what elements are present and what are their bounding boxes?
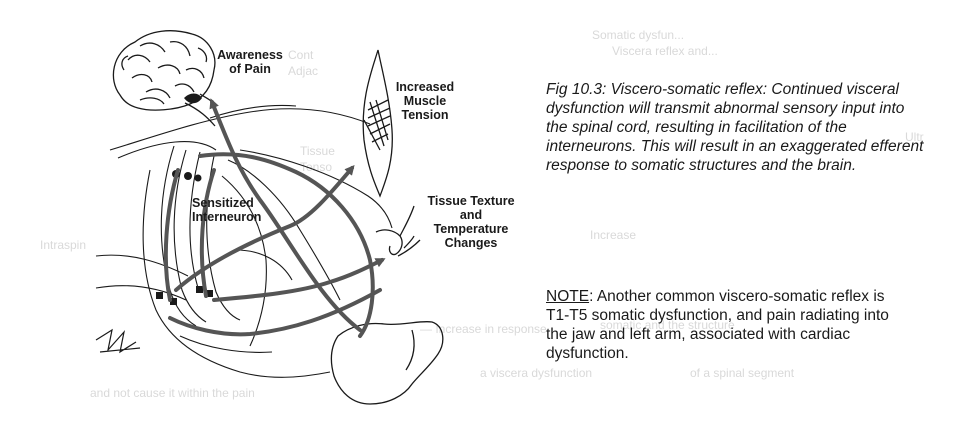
pain-center-mark [184, 93, 202, 104]
label-line: of Pain [229, 62, 271, 76]
label-line: Sensitized [192, 196, 254, 210]
note-block: NOTE: Another common viscero-somatic ref… [546, 287, 906, 363]
muscle-illustration [362, 49, 393, 198]
label-line: Muscle [403, 94, 447, 108]
label-line: Tension [401, 108, 449, 122]
label-tissue-texture-temperature: Tissue Texture and Temperature Changes [418, 194, 524, 250]
label-sensitized-interneuron: Sensitized Interneuron [192, 196, 284, 224]
afferent-pathway [209, 98, 362, 332]
label-line: Interneuron [192, 210, 262, 224]
skin-tissue-illustration [375, 205, 421, 257]
visceral-organ-illustration [330, 320, 444, 405]
spinal-cord-outline [95, 104, 393, 378]
label-line: Temperature [433, 222, 509, 236]
figure-caption: Fig 10.3: Viscero-somatic reflex: Contin… [546, 81, 924, 174]
scribble-mark [95, 328, 141, 354]
descending-loop [199, 168, 216, 298]
reflex-pathway-arrows [163, 98, 386, 338]
label-increased-muscle-tension: Increased Muscle Tension [390, 80, 460, 122]
note-heading: NOTE [546, 288, 590, 305]
label-line: Changes [444, 236, 498, 250]
label-line: Tissue Texture [427, 194, 515, 208]
efferent-pathway-tissue [212, 258, 386, 302]
label-line: and [459, 208, 483, 222]
organ-pathway [168, 288, 382, 337]
interneuron-loop [198, 152, 375, 338]
label-line: Increased [395, 80, 455, 94]
ascending-loop [163, 168, 180, 302]
label-line: Awareness [217, 48, 283, 62]
brain-illustration [112, 30, 216, 127]
label-awareness-of-pain: Awareness of Pain [210, 48, 290, 76]
note-body: : Another common viscero-somatic reflex … [546, 288, 889, 362]
